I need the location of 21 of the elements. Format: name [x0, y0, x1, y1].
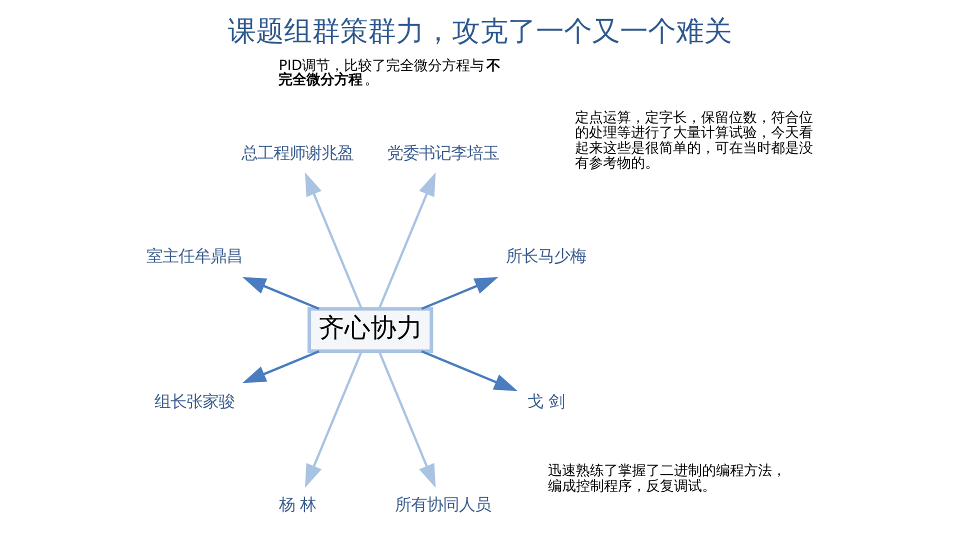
label: PID调节，比较了完全微分方程与不完全微分方程。	[278, 58, 501, 88]
arrow	[242, 350, 320, 384]
node-text: 戈 剑	[527, 392, 565, 412]
node-text: 党委书记李培玉	[387, 144, 500, 163]
arrow	[421, 277, 498, 310]
arrow	[242, 277, 320, 310]
node-box: 齐心协力	[308, 307, 434, 353]
diagram-title: 课题组群策群力，攻克了一个又一个难关	[228, 14, 732, 48]
arrow	[378, 350, 436, 488]
node-text: 杨 林	[278, 495, 316, 514]
label: 迅速熟练了掌握了二进制的编程方法，编成控制程序，反复调试。	[548, 463, 786, 494]
node-text: 室主任牟鼎昌	[146, 246, 243, 266]
arrow	[304, 350, 363, 488]
node-text: 所有协同人员	[395, 495, 492, 514]
node-text: 所长马少梅	[506, 246, 586, 266]
arrow	[378, 172, 436, 310]
arrow	[304, 172, 363, 310]
node-text: 总工程师谢兆盈	[242, 144, 354, 163]
arrow	[421, 350, 518, 392]
label: 定点运算，定字长，保留位数，符合位的处理等进行了大量计算试验，今天看起来这些是很简单的，可在当时都是没有参考物的。	[575, 110, 814, 172]
node-text: 组长张家骏	[154, 392, 235, 412]
